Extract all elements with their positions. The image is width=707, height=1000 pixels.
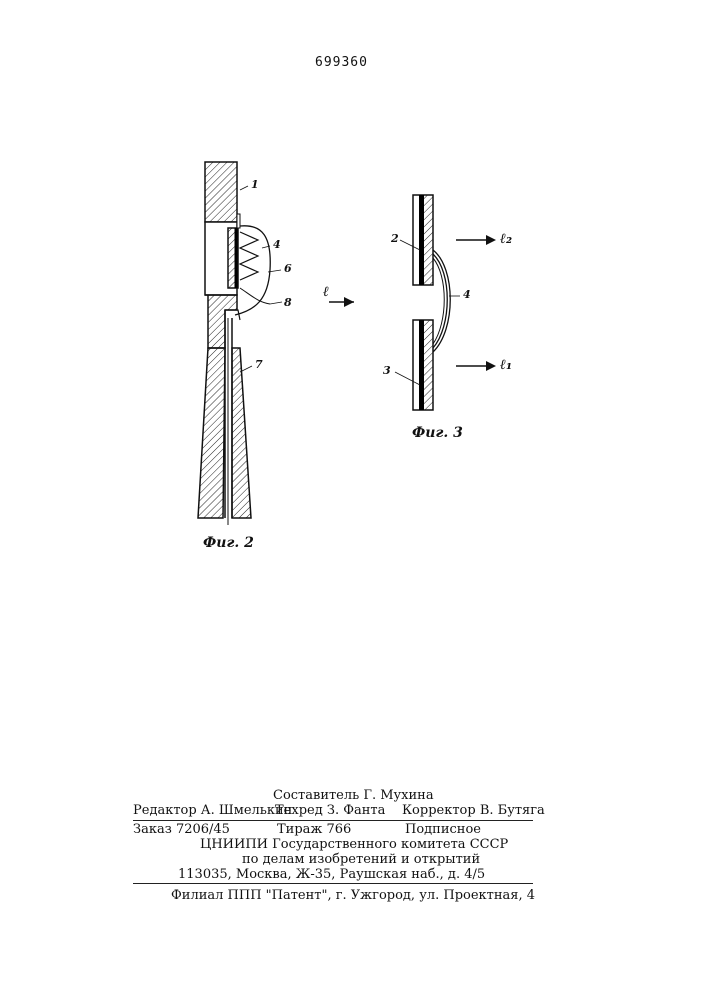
fig2-label-8: 8 [284,296,292,309]
fig2-caption: Фиг. 2 [203,535,254,551]
fig3-caption: Фиг. 3 [412,425,463,441]
fig3-arrow-out2-label: ℓ₂ [500,231,512,248]
fig2-label-7: 7 [255,358,263,371]
editor-line: Редактор А. Шмелькин [133,803,292,818]
order-line: Заказ 7206/45 [133,822,230,837]
fig2-tapered-left [198,348,225,518]
techred-line: Техред З. Фанта [275,803,385,818]
fig3-label-2: 2 [391,232,399,245]
divider-bottom [133,883,533,884]
divider-top [133,820,533,821]
print-run-line: Тираж 766 [277,822,351,837]
institute-line: ЦНИИПИ Государственного комитета СССР [200,837,508,852]
fig2-label-4: 4 [273,238,281,251]
fig2-spring [240,232,258,280]
affairs-line: по делам изобретений и открытий [242,852,480,867]
fig3-label-3: 3 [383,364,391,377]
compiler-line: Составитель Г. Мухина [273,788,434,803]
fig2-label-6: 6 [284,262,292,275]
corrector-line: Корректор В. Бутяга [402,803,545,818]
fig2-label-1: 1 [251,178,259,191]
branch-line: Филиал ППП "Патент", г. Ужгород, ул. Про… [171,888,535,903]
fig2-top-block [205,162,237,222]
fig2-tapered-right [232,348,251,518]
subscription-line: Подписное [405,822,481,837]
fig3-arrow-out1-label: ℓ₁ [500,357,512,374]
fig2-wire [235,226,270,315]
address-line: 113035, Москва, Ж-35, Раушская наб., д. … [178,867,485,882]
figure-3 [329,195,496,410]
fig3-arrow-input-label: ℓ [323,284,329,301]
fig3-label-4: 4 [463,288,471,301]
figure-2 [198,162,282,525]
